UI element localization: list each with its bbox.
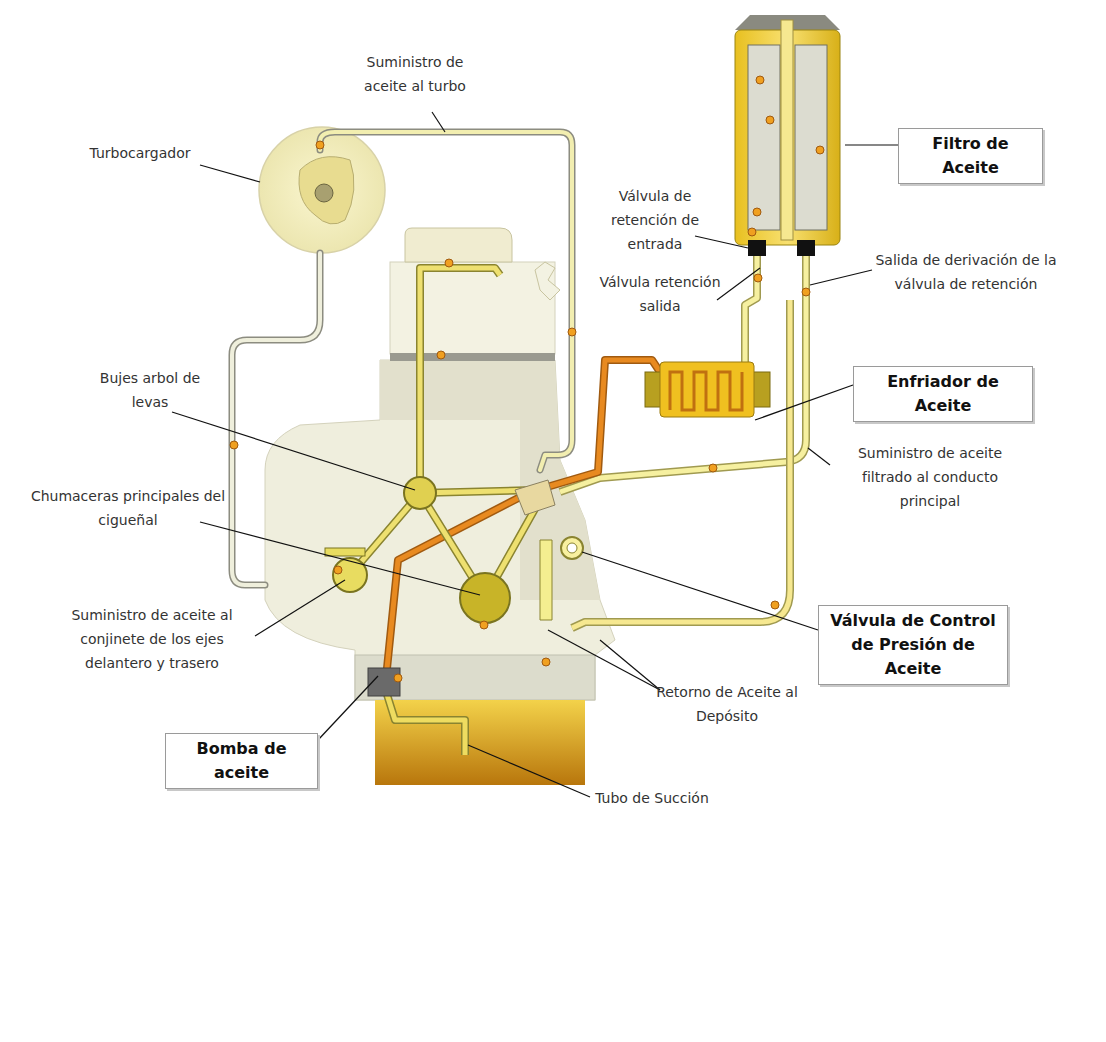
turbo-rotor (299, 157, 354, 224)
pump-label-box: Bomba de aceite (165, 733, 318, 789)
part-label: Salida de derivación de la válvula de re… (866, 248, 1066, 296)
part-label: Chumaceras principales del cigueñal (31, 484, 226, 532)
cam-bushing (404, 477, 436, 509)
cooler-core (670, 372, 742, 410)
leader-lines (172, 112, 898, 797)
filter-core (781, 20, 793, 240)
box-text: Enfriador de Aceite (860, 370, 1026, 418)
cooler-label-box: Enfriador de Aceite (853, 366, 1033, 422)
part-label: Suministro de aceite al turbo (353, 50, 478, 98)
outlet-check-valve (797, 240, 815, 256)
manifold-stub (535, 262, 560, 300)
filter-label-box: Filtro de Aceite (898, 128, 1043, 184)
filter-element (795, 45, 827, 230)
part-label: Válvula de retención de entrada (600, 184, 710, 256)
part-label: Turbocargador (75, 141, 205, 165)
return-gallery (540, 540, 552, 620)
axle-bearing (333, 558, 367, 592)
valve-spring (561, 537, 583, 559)
valve-seat (567, 543, 577, 553)
part-label: Tubo de Succión (572, 786, 732, 810)
box-text: Bomba de aceite (172, 737, 311, 785)
part-label: Retorno de Aceite al Depósito (652, 680, 802, 728)
valve-label-box: Válvula de Control de Presión de Aceite (818, 605, 1008, 685)
rocker-cover (405, 228, 512, 262)
box-text: Válvula de Control de Presión de Aceite (825, 609, 1001, 681)
part-label: Suministro de aceite filtrado al conduct… (840, 441, 1020, 513)
part-label: Suministro de aceite al conjinete de los… (57, 603, 247, 675)
turbo-shaft (315, 184, 333, 202)
galleries (350, 268, 540, 755)
main-bearing (460, 573, 510, 623)
cooler-cap (752, 372, 770, 407)
part-label: Bujes arbol de levas (98, 366, 203, 414)
head-gasket (390, 353, 555, 361)
cylinder-head (390, 262, 555, 354)
oil-drops (230, 76, 824, 682)
part-label: Válvula retención salida (588, 270, 733, 318)
turbo-housing (259, 127, 385, 253)
valve-body (515, 480, 555, 515)
axle-feed (325, 548, 365, 556)
filter-element (748, 45, 780, 230)
inlet-check-valve (748, 240, 766, 256)
oil-cooler (660, 362, 754, 417)
box-text: Filtro de Aceite (905, 132, 1036, 180)
oil-pan (375, 700, 585, 785)
